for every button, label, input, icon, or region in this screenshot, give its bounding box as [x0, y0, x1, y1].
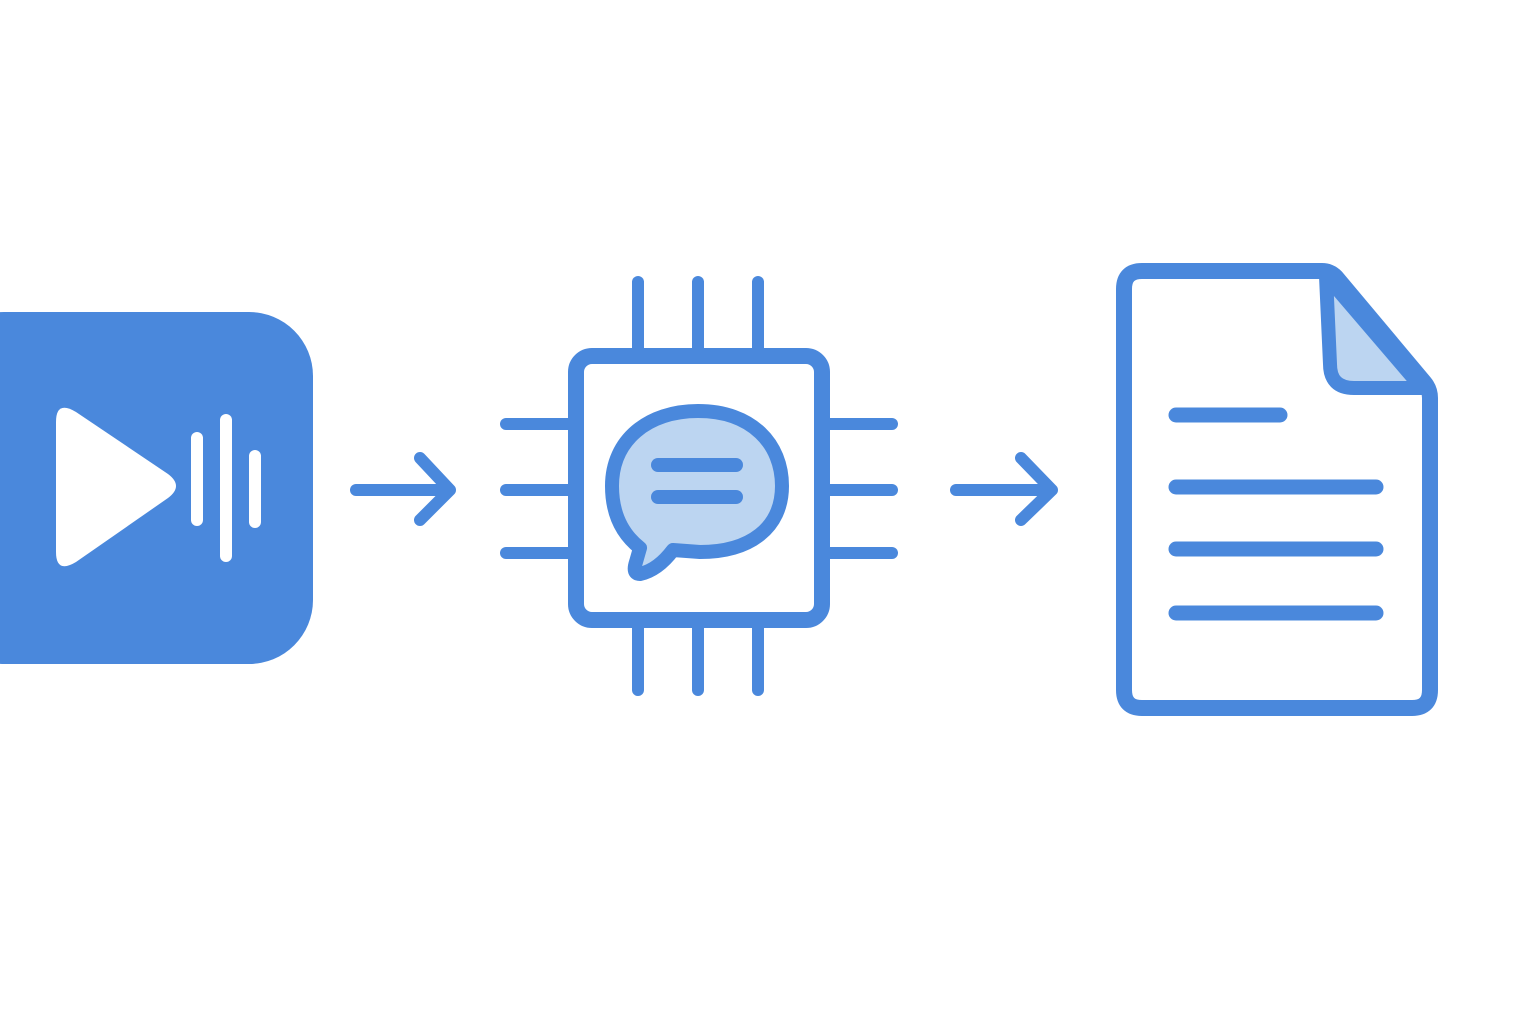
chat-bubble-icon [605, 404, 789, 581]
cpu-chat-icon [500, 276, 898, 696]
arrow-right-icon [350, 452, 456, 526]
arrow-right-icon [950, 452, 1058, 526]
chip-pins [500, 276, 898, 696]
document-text-lines [1168, 407, 1384, 621]
document-lines-icon [1116, 263, 1438, 716]
media-audio-tile [0, 312, 313, 664]
play-icon [56, 407, 176, 567]
document-fold [1319, 269, 1429, 395]
sound-wave-icon [191, 414, 261, 562]
